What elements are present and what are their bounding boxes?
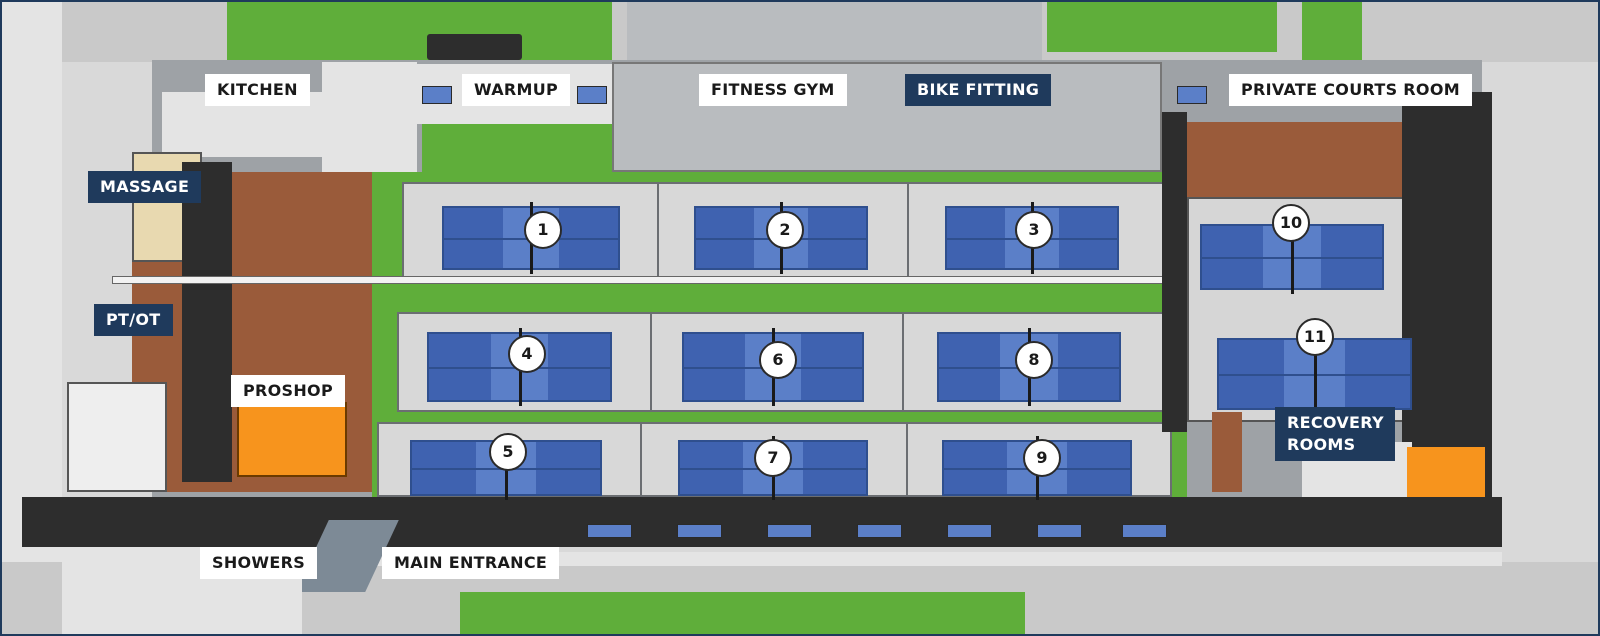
lawn-top-left (227, 2, 612, 64)
private-courts-lounge (1182, 122, 1402, 197)
parked-cars (427, 34, 522, 60)
lawn-top-far-right (1302, 2, 1362, 60)
court-number-1[interactable]: 1 (524, 211, 562, 249)
label-proshop[interactable]: PROSHOP (231, 375, 345, 407)
court-number-10[interactable]: 10 (1272, 204, 1310, 242)
top-window (577, 86, 607, 104)
court-number-4[interactable]: 4 (508, 335, 546, 373)
court-number-5[interactable]: 5 (489, 433, 527, 471)
locker-area (67, 382, 167, 492)
label-showers[interactable]: SHOWERS (200, 547, 318, 579)
front-window (677, 524, 722, 538)
top-window (1177, 86, 1207, 104)
court-number-2[interactable]: 2 (766, 211, 804, 249)
label-massage[interactable]: MASSAGE (88, 171, 202, 203)
label-bike-fitting[interactable]: BIKE FITTING (905, 74, 1052, 106)
front-window (1037, 524, 1082, 538)
court-number-6[interactable]: 6 (759, 341, 797, 379)
label-recovery-rooms-line2: ROOMS (1287, 435, 1356, 454)
kitchen-block (322, 62, 417, 172)
front-exterior-wall (22, 497, 1502, 547)
right-exterior-wall (1402, 92, 1492, 497)
lawn-top-right (1047, 2, 1277, 52)
label-recovery-rooms-line1: RECOVERY (1287, 413, 1384, 432)
front-window (587, 524, 632, 538)
court-number-9[interactable]: 9 (1023, 439, 1061, 477)
interior-wall-dark (182, 162, 232, 482)
label-pt-ot[interactable]: PT/OT (94, 304, 173, 336)
court-number-7[interactable]: 7 (754, 439, 792, 477)
parking-lot-top (627, 2, 1042, 64)
label-warmup[interactable]: WARMUP (462, 74, 571, 106)
label-kitchen[interactable]: KITCHEN (205, 74, 310, 106)
fitness-gym-block (612, 62, 1162, 172)
recovery-room-door (1212, 412, 1242, 492)
court-number-8[interactable]: 8 (1015, 341, 1053, 379)
front-window (857, 524, 902, 538)
label-main-entrance[interactable]: MAIN ENTRANCE (382, 547, 560, 579)
recovery-room-orange (1407, 447, 1485, 499)
label-private-courts-room[interactable]: PRIVATE COURTS ROOM (1229, 74, 1472, 106)
court-number-11[interactable]: 11 (1296, 318, 1334, 356)
label-recovery-rooms[interactable]: RECOVERY ROOMS (1275, 407, 1395, 461)
private-courts-wall (1162, 112, 1187, 432)
front-window (947, 524, 992, 538)
overhead-beam (112, 276, 1192, 284)
proshop-structure (237, 402, 347, 477)
front-window (1122, 524, 1167, 538)
lawn-bottom (460, 592, 1025, 634)
label-fitness-gym[interactable]: FITNESS GYM (699, 74, 847, 106)
top-window (422, 86, 452, 104)
front-window (767, 524, 812, 538)
court-number-3[interactable]: 3 (1015, 211, 1053, 249)
